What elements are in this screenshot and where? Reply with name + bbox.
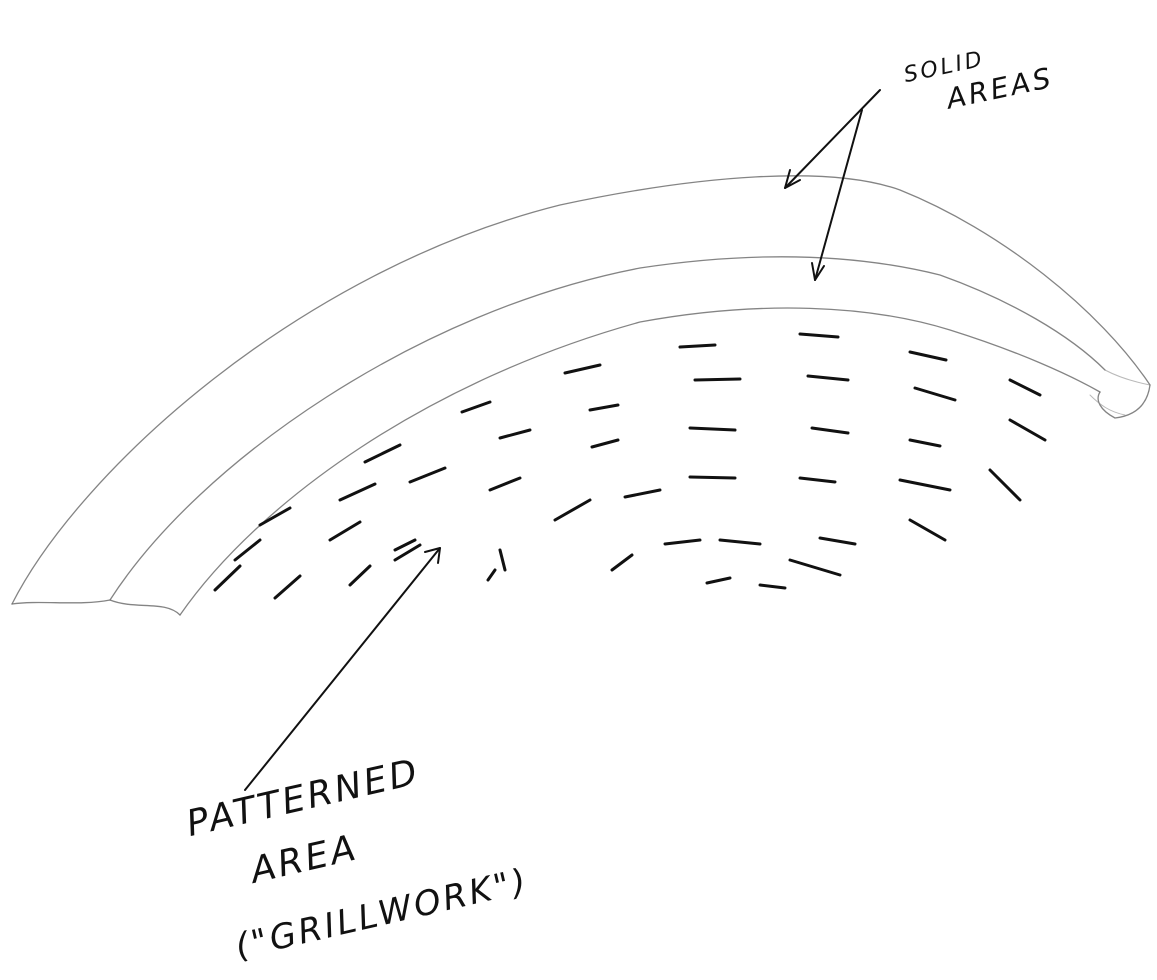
arch-outline: [12, 176, 1150, 615]
solid-areas-arrows: [785, 90, 880, 280]
grillwork-pattern: [215, 334, 1045, 598]
patterned-area-label-line1: PATTERNED: [183, 751, 424, 845]
patterned-area-label-line2: AREA: [245, 827, 362, 892]
solid-areas-label: SOLID AREAS: [902, 33, 1057, 123]
patterned-area-label: PATTERNED AREA ("GRILLWORK"): [183, 733, 533, 972]
